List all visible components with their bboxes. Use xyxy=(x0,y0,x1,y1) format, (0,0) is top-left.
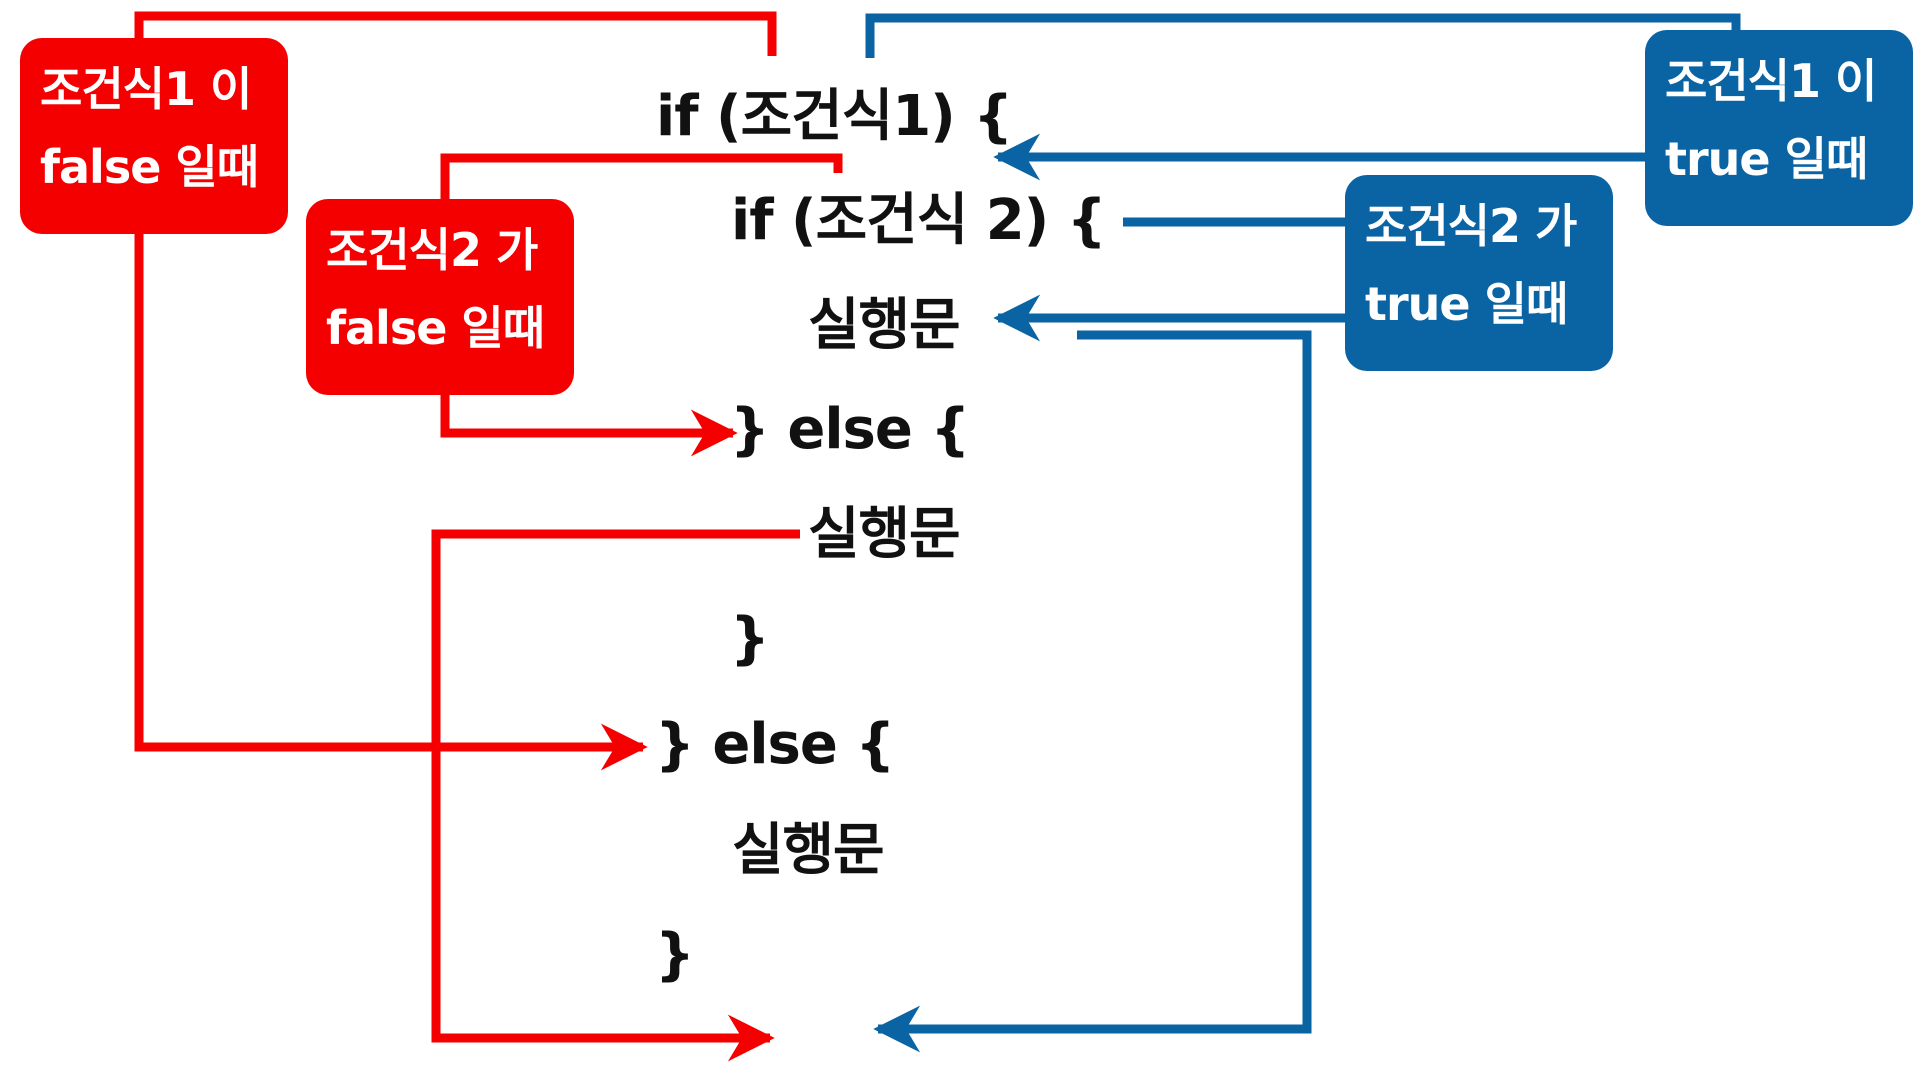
code-line-statement-2: 실행문 xyxy=(808,502,961,567)
code-line-if-cond1: if (조건식1) { xyxy=(656,84,1013,149)
label-cond1-false-line1: 조건식1 이 xyxy=(40,62,252,116)
code-line-inner-else: } else { xyxy=(730,397,970,462)
label-cond1-true-line1: 조건식1 이 xyxy=(1665,54,1877,108)
label-cond2-false-line1: 조건식2 가 xyxy=(326,223,538,277)
label-cond2-true-line1: 조건식2 가 xyxy=(1365,199,1577,253)
label-cond1-false-line2: false 일때 xyxy=(40,140,259,194)
label-cond2-true-line2: true 일때 xyxy=(1365,277,1568,331)
inner-if-exit-arrow xyxy=(873,330,1312,1053)
label-cond1-true: 조건식1 이 true 일때 xyxy=(1645,30,1913,226)
label-cond2-false: 조건식2 가 false 일때 xyxy=(306,199,574,395)
cond1-false-arrow xyxy=(134,11,777,771)
label-cond1-false: 조건식1 이 false 일때 xyxy=(20,38,288,234)
code-line-outer-else: } else { xyxy=(655,712,895,777)
code-line-outer-close-brace: } xyxy=(655,922,695,987)
label-cond1-true-line2: true 일때 xyxy=(1665,132,1868,186)
inner-else-exit-arrow xyxy=(431,529,800,1062)
code-line-if-cond2: if (조건식 2) { xyxy=(731,188,1107,253)
cond1-true-top-line xyxy=(865,13,1741,58)
code-line-statement-1: 실행문 xyxy=(808,293,961,358)
code-line-statement-3: 실행문 xyxy=(732,818,885,883)
cond2-false-arrow xyxy=(440,153,843,457)
code-line-inner-close-brace: } xyxy=(730,606,770,671)
label-cond2-false-line2: false 일때 xyxy=(326,301,545,355)
label-cond2-true: 조건식2 가 true 일때 xyxy=(1345,175,1613,371)
